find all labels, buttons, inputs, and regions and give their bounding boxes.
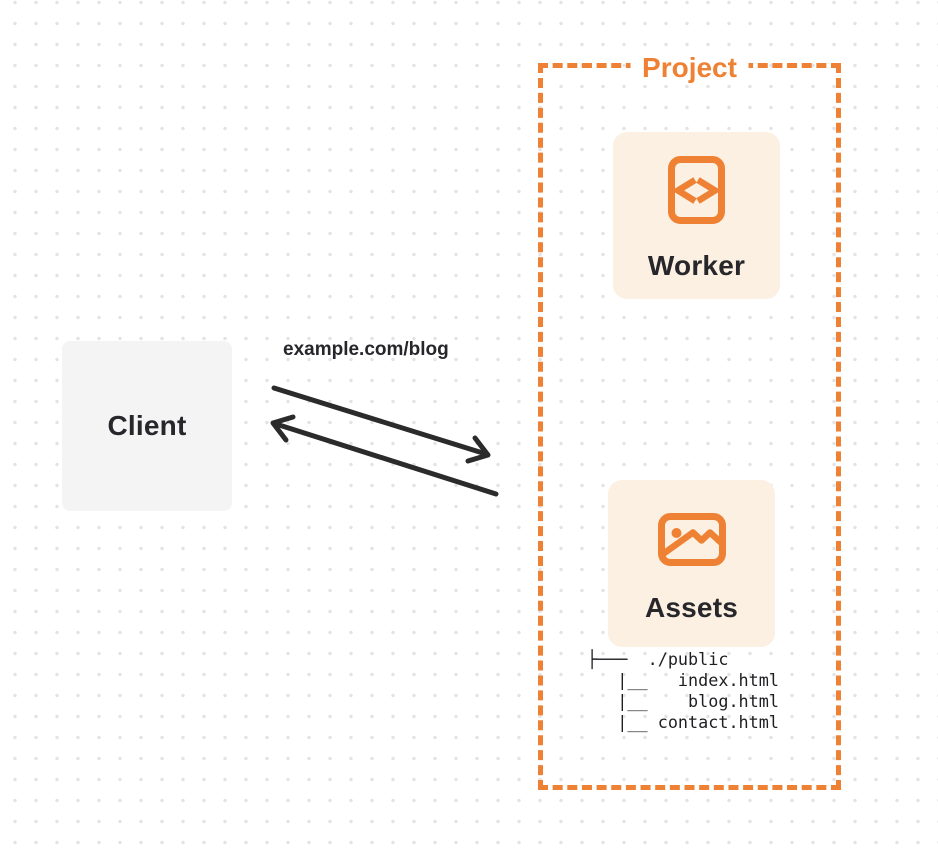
assets-file-tree: ├─── ./public |__ index.html |__ blog.ht… bbox=[587, 649, 779, 732]
client-label: Client bbox=[107, 410, 187, 441]
worker-label: Worker bbox=[647, 249, 746, 281]
project-label: Project bbox=[630, 51, 749, 85]
assets-node: Assets bbox=[608, 480, 775, 647]
request-arrow bbox=[271, 385, 491, 464]
client-node: Client bbox=[62, 341, 232, 511]
worker-node: Worker bbox=[613, 132, 780, 299]
request-url-label: example.com/blog bbox=[283, 339, 449, 360]
response-arrow bbox=[270, 414, 499, 497]
code-icon bbox=[668, 155, 725, 224]
image-icon bbox=[657, 512, 726, 566]
project-boundary: Project bbox=[538, 51, 841, 790]
assets-label: Assets bbox=[644, 591, 739, 623]
